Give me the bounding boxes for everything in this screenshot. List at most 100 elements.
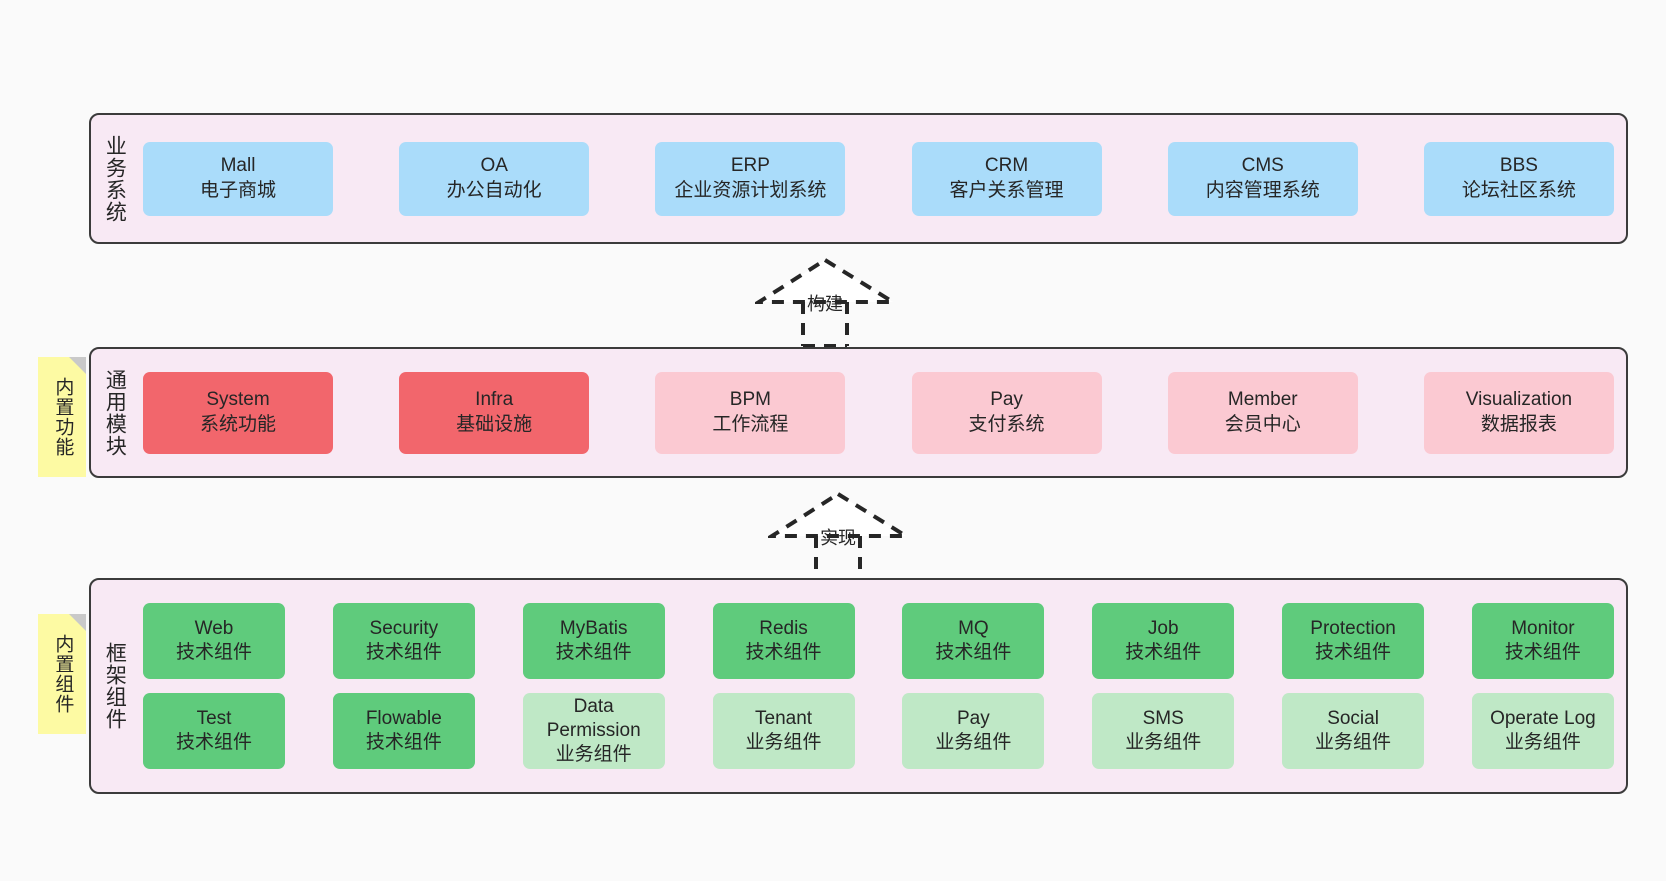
card-subtitle: 业务组件 (935, 732, 1012, 753)
card-subtitle: 工作流程 (712, 413, 789, 435)
card-title: BPM (729, 389, 771, 411)
card-data-permission[interactable]: Data Permission 业务组件 (522, 693, 665, 769)
connector-implement-label: 实现 (820, 528, 856, 548)
card-social[interactable]: Social 业务组件 (1282, 693, 1425, 769)
card-subtitle: 业务组件 (1125, 732, 1202, 753)
card-redis[interactable]: Redis 技术组件 (712, 603, 855, 679)
card-mq[interactable]: MQ 技术组件 (902, 603, 1045, 679)
layer-framework-component: 框架组件 Web 技术组件 Security 技术组件 MyBatis 技术组件… (89, 578, 1628, 794)
card-title: System (206, 389, 270, 411)
layer-title-framework-component: 框架组件 (103, 642, 127, 730)
card-subtitle: 支付系统 (968, 413, 1045, 435)
card-title: Member (1227, 389, 1298, 411)
note-fold-corner-icon (69, 357, 86, 374)
card-subtitle: 会员中心 (1224, 413, 1301, 435)
card-title: MyBatis (559, 617, 628, 639)
card-subtitle: 业务组件 (1315, 732, 1392, 753)
layer-body-business-system: Mall 电子商城 OA 办公自动化 ERP 企业资源计划系统 CRM 客户关系… (137, 115, 1626, 242)
card-protection[interactable]: Protection 技术组件 (1282, 603, 1425, 679)
card-title: Redis (759, 617, 808, 639)
card-crm[interactable]: CRM 客户关系管理 (911, 141, 1102, 216)
card-subtitle: 客户关系管理 (949, 179, 1064, 201)
note-label: 内置组件 (52, 634, 74, 714)
card-visualization[interactable]: Visualization 数据报表 (1423, 371, 1614, 454)
card-title: Monitor (1511, 617, 1575, 639)
card-subtitle: 技术组件 (365, 732, 442, 753)
card-title: Job (1147, 617, 1179, 639)
card-operate-log[interactable]: Operate Log 业务组件 (1471, 693, 1614, 769)
note-label: 内置功能 (52, 377, 74, 457)
card-pay-module[interactable]: Pay 支付系统 (911, 371, 1102, 454)
card-bbs[interactable]: BBS 论坛社区系统 (1423, 141, 1614, 216)
card-subtitle: 办公自动化 (446, 179, 542, 201)
card-subtitle: 企业资源计划系统 (674, 179, 827, 201)
card-row: Web 技术组件 Security 技术组件 MyBatis 技术组件 Redi… (143, 603, 1614, 679)
note-builtin-components: 内置组件 (38, 614, 86, 734)
card-subtitle: 技术组件 (175, 642, 252, 663)
card-title: Operate Log (1490, 707, 1596, 729)
card-subtitle: 技术组件 (745, 642, 822, 663)
card-sms[interactable]: SMS 业务组件 (1092, 693, 1235, 769)
card-row: System 系统功能 Infra 基础设施 BPM 工作流程 Pay 支付系统… (143, 371, 1614, 454)
card-title: Test (196, 707, 232, 729)
connector-build-label: 构建 (807, 294, 843, 314)
card-subtitle: 技术组件 (1125, 642, 1202, 663)
card-title: ERP (730, 155, 770, 177)
card-tenant[interactable]: Tenant 业务组件 (712, 693, 855, 769)
card-title: Protection (1310, 617, 1396, 639)
card-subtitle: 业务组件 (1504, 732, 1581, 753)
layer-title-business-system: 业务系统 (103, 134, 127, 223)
card-title: Web (194, 617, 234, 639)
card-title: Tenant (755, 707, 813, 729)
card-title: OA (480, 155, 508, 177)
card-pay-component[interactable]: Pay 业务组件 (902, 693, 1045, 769)
card-title: BBS (1499, 155, 1538, 177)
card-subtitle: 内容管理系统 (1205, 179, 1320, 201)
card-test[interactable]: Test 技术组件 (143, 693, 285, 769)
card-title: Infra (475, 389, 514, 411)
connector-build-arrow-icon (755, 257, 901, 348)
card-title: Pay (957, 707, 990, 729)
layer-business-system: 业务系统 Mall 电子商城 OA 办公自动化 ERP 企业资源计划系统 CRM… (89, 113, 1628, 244)
note-fold-corner-icon (69, 614, 86, 631)
card-title: Social (1327, 707, 1379, 729)
card-flowable[interactable]: Flowable 技术组件 (332, 693, 475, 769)
card-mybatis[interactable]: MyBatis 技术组件 (522, 603, 665, 679)
card-title: CRM (984, 155, 1029, 177)
card-subtitle: 技术组件 (1504, 642, 1581, 663)
card-title: MQ (958, 617, 989, 639)
note-builtin-features: 内置功能 (38, 357, 86, 477)
layer-common-module: 通用模块 System 系统功能 Infra 基础设施 BPM 工作流程 Pay… (89, 347, 1628, 478)
card-subtitle: 技术组件 (175, 732, 252, 753)
card-cms[interactable]: CMS 内容管理系统 (1167, 141, 1358, 216)
card-title: Visualization (1465, 389, 1573, 411)
connector-implement: 实现 (768, 486, 918, 582)
card-subtitle: 技术组件 (365, 642, 442, 663)
card-bpm[interactable]: BPM 工作流程 (655, 371, 846, 454)
layer-body-common-module: System 系统功能 Infra 基础设施 BPM 工作流程 Pay 支付系统… (137, 349, 1626, 476)
card-member[interactable]: Member 会员中心 (1167, 371, 1358, 454)
card-title: Data Permission (546, 695, 641, 741)
card-oa[interactable]: OA 办公自动化 (399, 141, 590, 216)
card-title: CMS (1241, 155, 1284, 177)
card-subtitle: 技术组件 (935, 642, 1012, 663)
card-row: Test 技术组件 Flowable 技术组件 Data Permission … (143, 693, 1614, 769)
card-system[interactable]: System 系统功能 (143, 371, 333, 454)
card-monitor[interactable]: Monitor 技术组件 (1471, 603, 1614, 679)
card-row: Mall 电子商城 OA 办公自动化 ERP 企业资源计划系统 CRM 客户关系… (143, 141, 1614, 216)
card-title: Pay (990, 389, 1023, 411)
card-title: SMS (1142, 707, 1184, 729)
connector-build: 构建 (755, 252, 905, 348)
card-subtitle: 技术组件 (1315, 642, 1392, 663)
card-subtitle: 技术组件 (555, 642, 632, 663)
card-infra[interactable]: Infra 基础设施 (399, 371, 590, 454)
card-web[interactable]: Web 技术组件 (143, 603, 285, 679)
card-subtitle: 电子商城 (199, 179, 276, 201)
card-title: Mall (220, 155, 256, 177)
card-security[interactable]: Security 技术组件 (332, 603, 475, 679)
card-job[interactable]: Job 技术组件 (1092, 603, 1235, 679)
card-mall[interactable]: Mall 电子商城 (143, 141, 333, 216)
layer-body-framework-component: Web 技术组件 Security 技术组件 MyBatis 技术组件 Redi… (137, 580, 1626, 792)
card-erp[interactable]: ERP 企业资源计划系统 (655, 141, 846, 216)
